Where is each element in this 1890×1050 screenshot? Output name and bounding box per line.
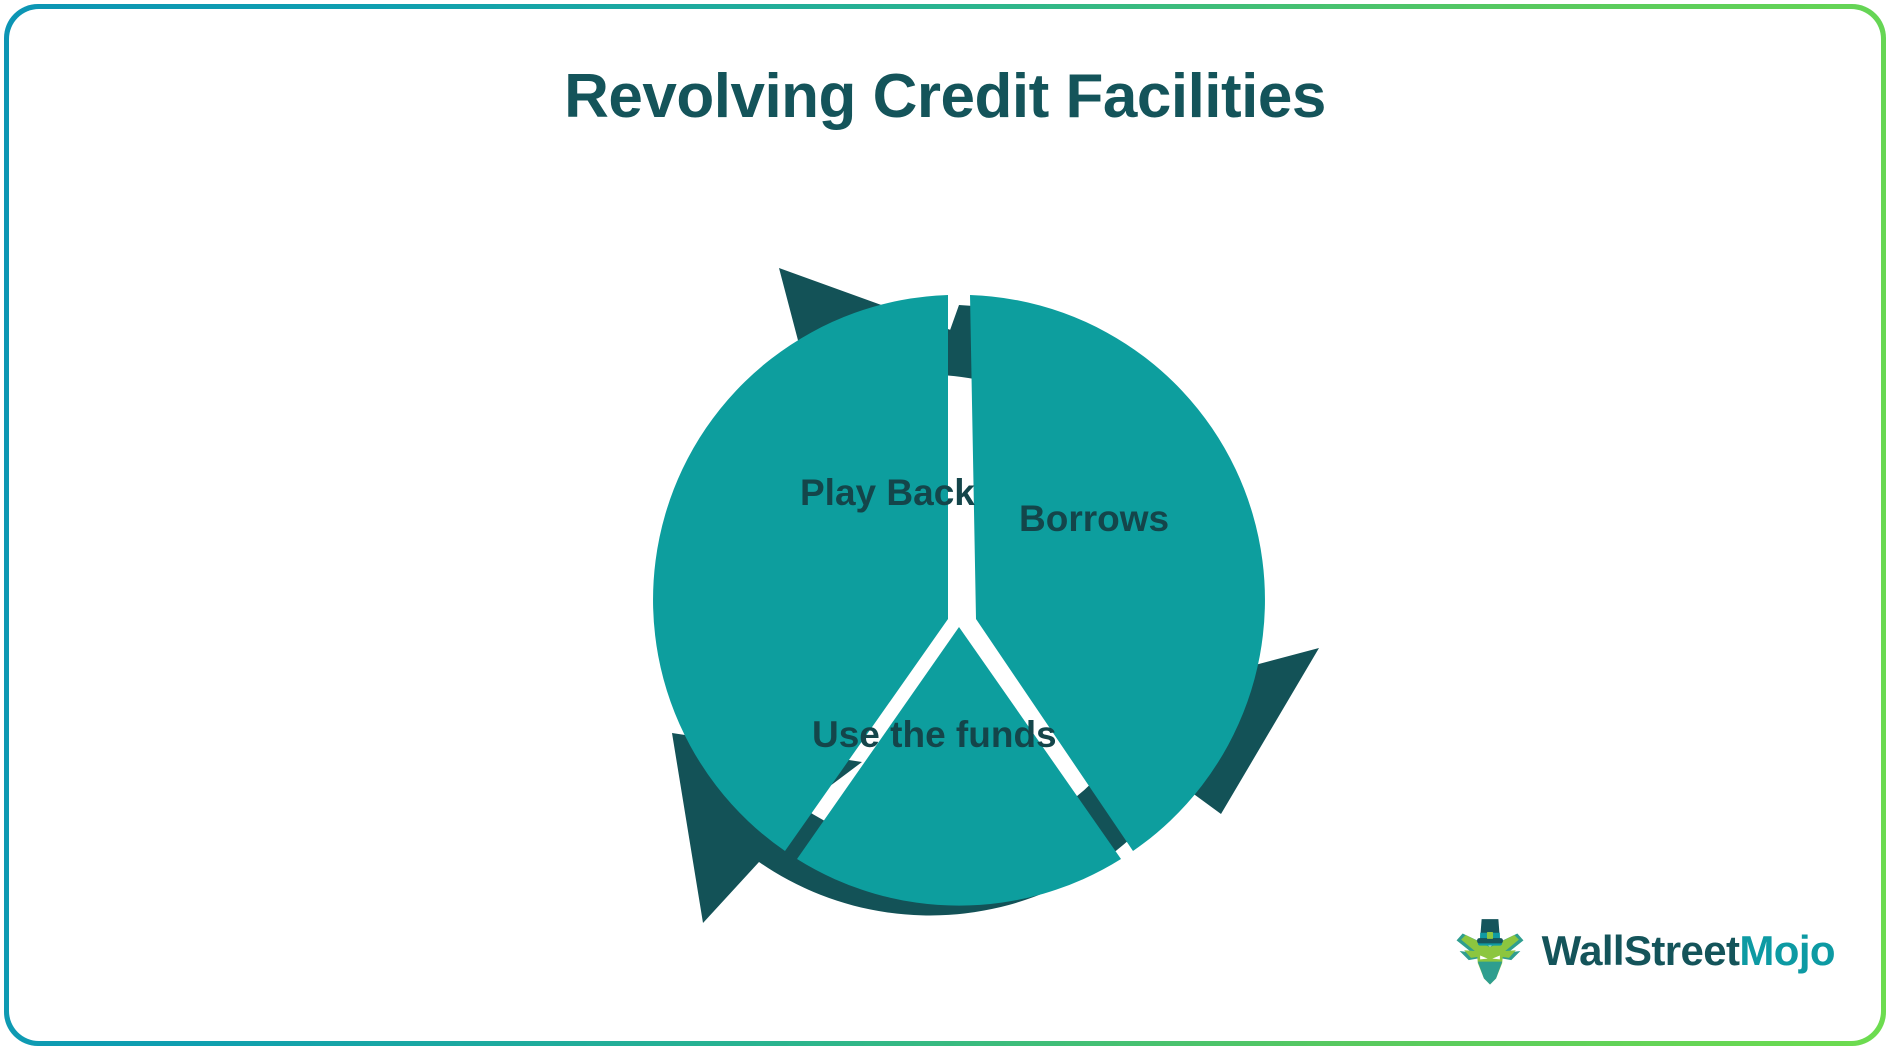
cycle-svg: Play Back Borrows Use the funds bbox=[653, 268, 1319, 923]
brand-word-primary: WallStreet bbox=[1541, 927, 1740, 974]
brand-wordmark: WallStreetMojo bbox=[1541, 927, 1836, 975]
segment-label-use-the-funds: Use the funds bbox=[812, 714, 1057, 755]
segment-borrows[interactable] bbox=[970, 295, 1265, 851]
page-title: Revolving Credit Facilities bbox=[564, 62, 1326, 131]
cycle-segments bbox=[653, 295, 1265, 906]
segment-play-back[interactable] bbox=[653, 295, 948, 851]
segment-use-the-funds[interactable] bbox=[797, 627, 1121, 906]
segment-label-borrows: Borrows bbox=[1019, 498, 1169, 539]
card-body: Revolving Credit Facilities bbox=[9, 9, 1881, 1041]
bull-with-top-hat-icon bbox=[1456, 919, 1524, 985]
brand-logo[interactable]: WallStreetMojo bbox=[1452, 913, 1836, 989]
card-frame: Revolving Credit Facilities bbox=[4, 4, 1886, 1046]
brand-word-accent: Mojo bbox=[1739, 927, 1835, 974]
revolving-credit-cycle-diagram: Play Back Borrows Use the funds bbox=[604, 239, 1324, 959]
segment-label-play-back: Play Back bbox=[800, 472, 975, 513]
